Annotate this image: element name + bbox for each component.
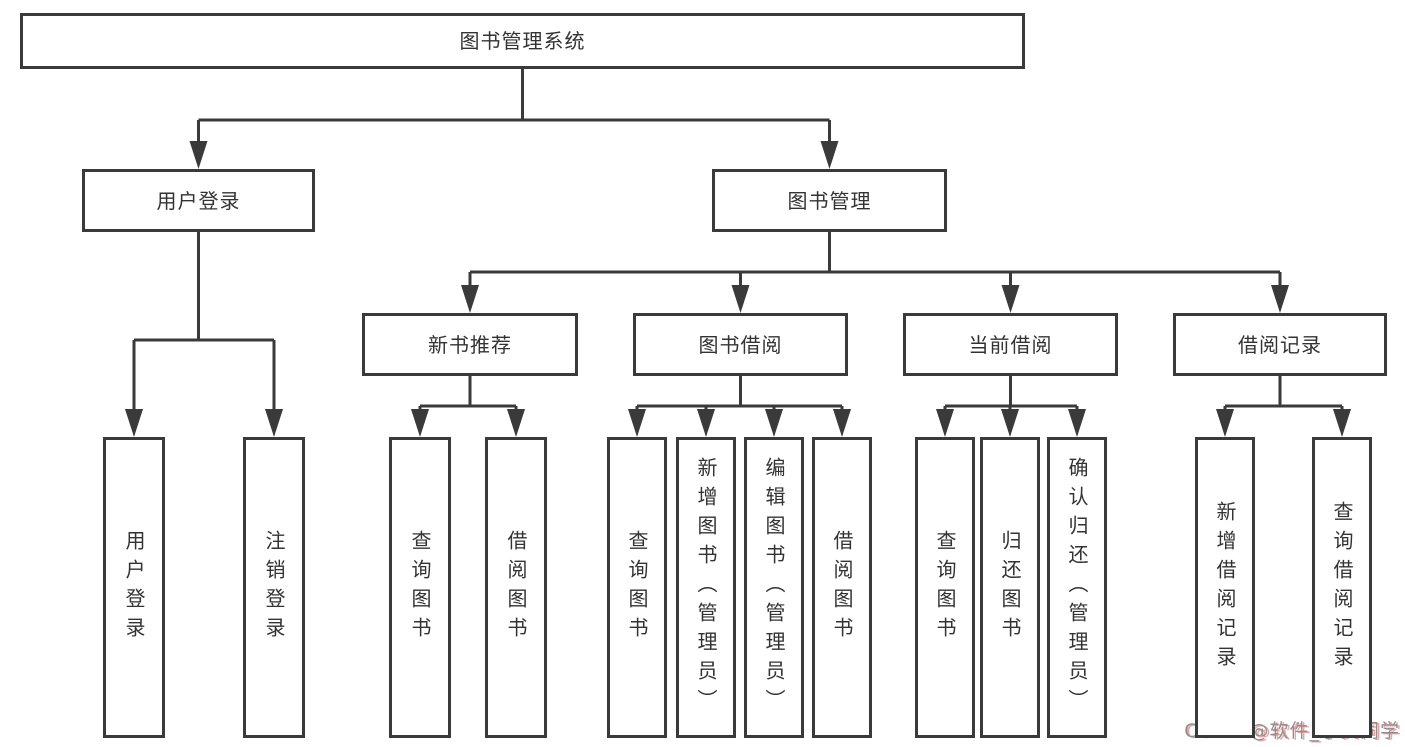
node-new-book-recommendation: 新书推荐 <box>362 313 578 376</box>
node-confirm-return-admin: 确认归还（管理员） <box>1047 437 1107 738</box>
node-label: 借阅图书 <box>504 529 528 646</box>
node-label: 查询图书 <box>408 529 432 646</box>
node-query-books-recommend: 查询图书 <box>389 437 451 738</box>
node-add-books-admin: 新增图书（管理员） <box>676 437 736 738</box>
node-current-borrowing: 当前借阅 <box>903 313 1118 376</box>
node-edit-books-admin: 编辑图书（管理员） <box>744 437 804 738</box>
node-label: 当前借阅 <box>968 332 1053 357</box>
node-book-management: 图书管理 <box>712 169 947 232</box>
node-library-management-system: 图书管理系统 <box>20 13 1025 69</box>
node-logout: 注销登录 <box>243 437 305 738</box>
node-label: 图书管理 <box>787 188 872 213</box>
node-label: 图书借阅 <box>698 332 783 357</box>
node-label: 借阅记录 <box>1238 332 1322 357</box>
node-label: 新增图书（管理员） <box>694 457 718 718</box>
node-label: 用户登录 <box>122 529 146 646</box>
node-label: 查询图书 <box>625 529 649 646</box>
node-label: 借阅图书 <box>830 529 854 646</box>
node-label: 确认归还（管理员） <box>1065 457 1089 718</box>
node-query-books-borrowing: 查询图书 <box>607 437 667 738</box>
node-user-login: 用户登录 <box>82 169 315 232</box>
node-label: 用户登录 <box>156 188 241 213</box>
node-label: 归还图书 <box>998 529 1022 646</box>
node-query-borrow-record: 查询借阅记录 <box>1312 437 1372 738</box>
node-return-books: 归还图书 <box>980 437 1040 738</box>
node-borrowing-records: 借阅记录 <box>1173 313 1387 376</box>
node-book-borrowing: 图书借阅 <box>633 313 848 376</box>
node-label: 查询借阅记录 <box>1330 500 1354 675</box>
node-query-books-current: 查询图书 <box>915 437 975 738</box>
node-borrow-books-borrowing: 借阅图书 <box>812 437 872 738</box>
node-label: 新增借阅记录 <box>1213 500 1237 675</box>
node-user-login-action: 用户登录 <box>103 437 165 738</box>
node-add-borrow-record: 新增借阅记录 <box>1195 437 1255 738</box>
node-label: 新书推荐 <box>428 332 512 357</box>
node-label: 图书管理系统 <box>459 29 586 53</box>
node-label: 编辑图书（管理员） <box>762 457 786 718</box>
node-borrow-books-recommend: 借阅图书 <box>485 437 547 738</box>
node-label: 注销登录 <box>262 529 286 646</box>
node-label: 查询图书 <box>933 529 957 646</box>
